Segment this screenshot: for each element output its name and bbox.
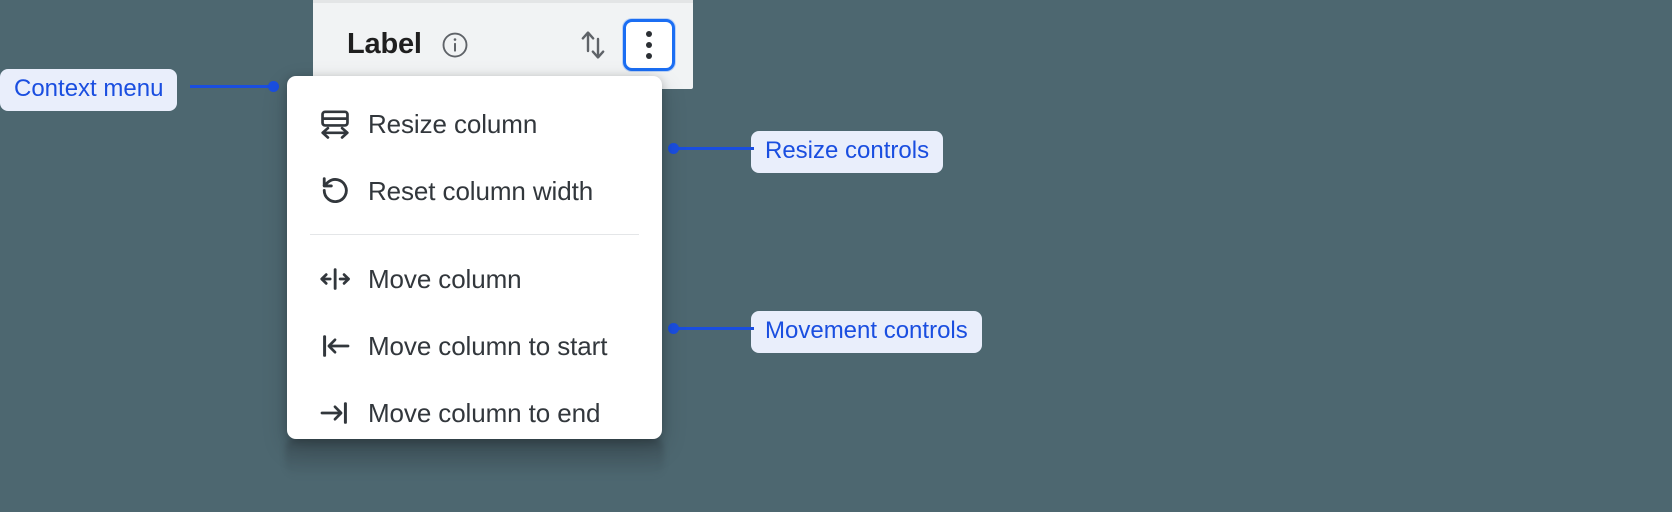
menu-divider	[310, 234, 639, 235]
menu-item-move-column-to-start[interactable]: Move column to start	[287, 312, 662, 379]
menu-item-label: Reset column width	[368, 175, 594, 206]
kebab-dot-bottom	[646, 52, 652, 59]
move-to-start-icon	[315, 326, 355, 366]
page-title: Label	[347, 28, 422, 60]
menu-drop-shadow	[285, 436, 664, 478]
column-header-panel: Label	[313, 0, 693, 89]
annotation-leader-line-movement-controls	[676, 327, 754, 330]
reset-width-icon	[315, 171, 355, 211]
move-column-icon	[315, 259, 355, 299]
menu-item-label: Move column to end	[368, 397, 601, 428]
menu-item-label: Resize column	[368, 108, 538, 139]
menu-item-reset-column-width[interactable]: Reset column width	[287, 157, 662, 224]
annotation-label-context-menu: Context menu	[0, 69, 178, 111]
menu-item-label: Move column	[368, 263, 522, 294]
context-menu: Resize column Reset column width Move	[287, 76, 662, 439]
kebab-dot-top	[646, 30, 652, 37]
annotation-anchor-dot-resize-controls	[668, 143, 679, 154]
annotation-leader-line-context-menu	[190, 85, 272, 88]
menu-item-resize-column[interactable]: Resize column	[287, 90, 662, 157]
menu-item-move-column[interactable]: Move column	[287, 245, 662, 312]
info-circle-icon[interactable]	[440, 30, 470, 60]
annotation-anchor-dot-movement-controls	[668, 323, 679, 334]
annotation-anchor-dot-context-menu	[268, 81, 279, 92]
kebab-menu-icon[interactable]	[623, 18, 675, 71]
annotation-label-resize-controls: Resize controls	[751, 131, 944, 173]
annotation-label-movement-controls: Movement controls	[751, 311, 982, 353]
menu-item-move-column-to-end[interactable]: Move column to end	[287, 379, 662, 446]
menu-item-label: Move column to start	[368, 330, 608, 361]
move-to-end-icon	[315, 393, 355, 433]
kebab-dot-middle	[646, 41, 652, 48]
annotation-leader-line-resize-controls	[676, 147, 754, 150]
resize-column-icon	[315, 104, 355, 144]
sort-up-down-icon[interactable]	[575, 25, 611, 65]
